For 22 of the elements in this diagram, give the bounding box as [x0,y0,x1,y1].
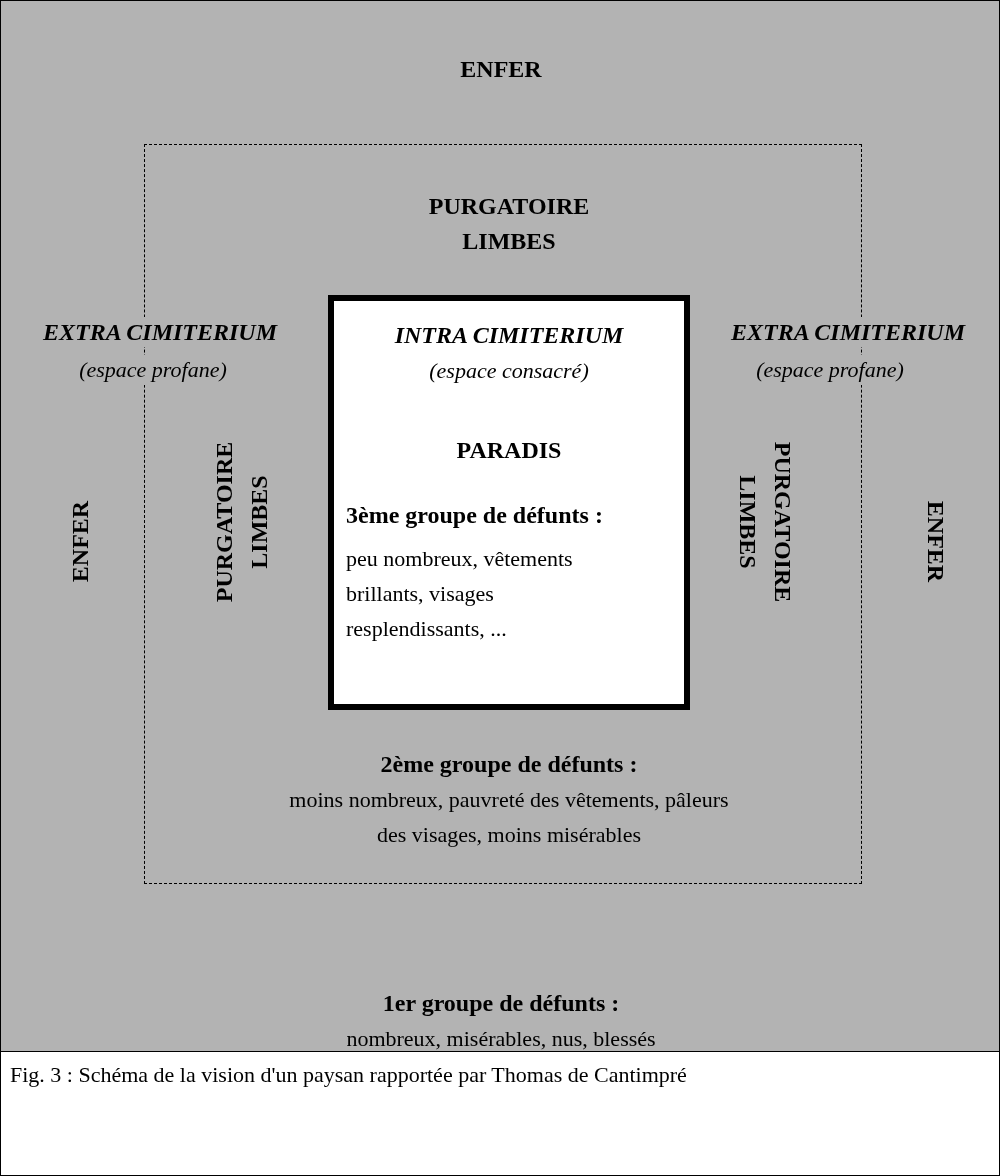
caption: Fig. 3 : Schéma de la vision d'un paysan rapportée par Thomas de Cantimpré [10,1062,687,1088]
zone-note: (espace profane) [79,355,227,385]
group-description: moins nombreux, pauvreté des vêtements, pâleurs des visages, moins misérables [289,786,729,849]
group-description: nombreux, misérables, nus, blessés [345,1024,657,1053]
group-heading: 1er groupe de défunts : [382,988,620,1018]
region-label: PURGATOIRE LIMBES [734,440,797,605]
region-label: PURGATOIRE LIMBES [210,440,273,605]
zone-note: (espace consacré) [429,356,589,385]
group-heading: 2ème groupe de défunts : [380,749,638,779]
group-description: peu nombreux, vêtements brillants, visages resplendissants, ... [346,544,574,643]
background-panel [0,0,1000,1052]
region-label: PARADIS [456,435,562,465]
zone-label: EXTRA CIMITERIUM [730,317,966,347]
region-label: ENFER [922,500,951,582]
zone-label: EXTRA CIMITERIUM [42,317,278,347]
group-heading: 3ème groupe de défunts : [346,500,603,530]
zone-note: (espace profane) [756,355,904,385]
region-label: ENFER [66,500,95,582]
region-label: ENFER [460,54,542,84]
framed-box [328,295,690,710]
zone-label: INTRA CIMITERIUM [394,320,624,350]
region-label: PURGATOIRE LIMBES [427,192,591,256]
